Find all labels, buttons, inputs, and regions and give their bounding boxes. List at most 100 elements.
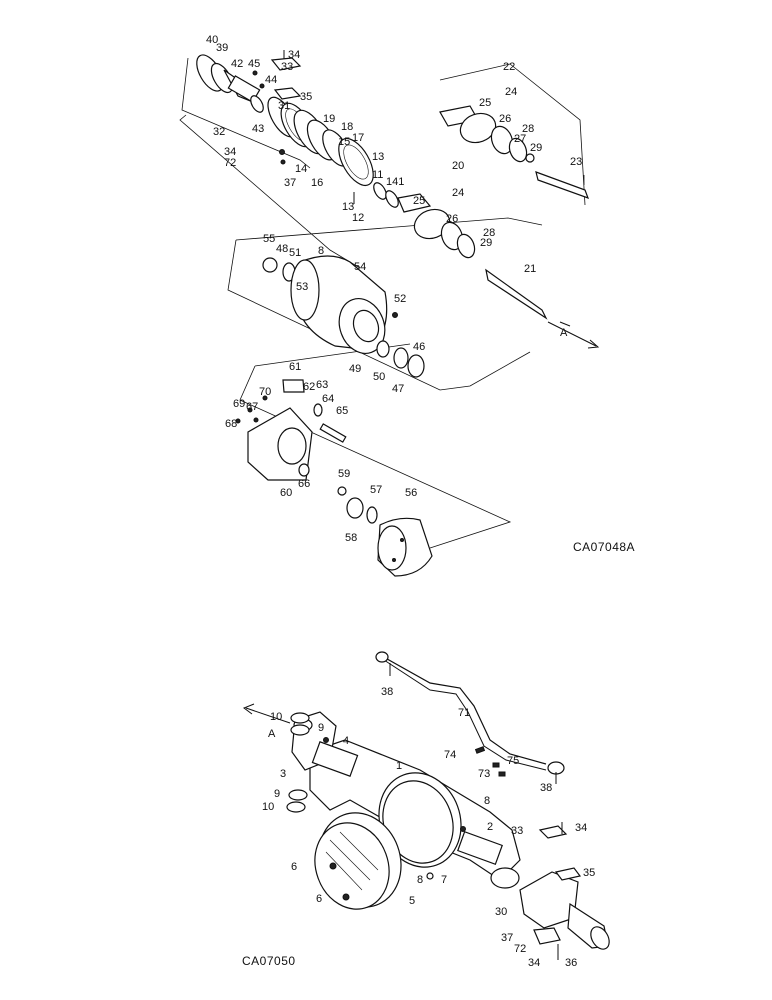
bearing-cup	[508, 137, 528, 163]
callout-15: 15	[338, 136, 350, 148]
callout-29: 29	[530, 142, 542, 154]
universal-joint-yoke	[459, 112, 497, 144]
universal-joint-yoke	[413, 208, 451, 240]
guide-line	[181, 57, 311, 169]
callout-28: 28	[522, 123, 534, 135]
spring-pad	[311, 741, 359, 777]
callout-55: 55	[263, 233, 275, 245]
callout-38b: 38	[540, 782, 552, 794]
callout-66: 66	[298, 478, 310, 490]
drawing-code-upper: CA07048A	[573, 540, 635, 554]
callout-25b: 25	[413, 195, 425, 207]
callout-74: 74	[444, 749, 456, 761]
callout-47: 47	[392, 383, 404, 395]
tie-rod-end-left	[375, 651, 389, 663]
spacer	[376, 340, 390, 358]
ring-gear	[338, 137, 374, 187]
callout-6b: 6	[316, 893, 322, 905]
callout-40: 40	[206, 34, 218, 46]
lower-assembly	[242, 651, 610, 960]
callout-13: 13	[372, 151, 384, 163]
callout-72: 72	[224, 157, 236, 169]
bearing-cap-plate	[554, 867, 582, 881]
pin	[319, 423, 347, 443]
callout-24b: 24	[452, 187, 464, 199]
callout-72: 72	[514, 943, 526, 955]
callout-29b: 29	[480, 237, 492, 249]
guide-line	[235, 217, 543, 241]
callout-69: 69	[233, 398, 245, 410]
bearing-cup	[456, 233, 476, 259]
bearing-cone	[262, 257, 278, 273]
callout-49: 49	[349, 363, 361, 375]
callout-9: 9	[318, 722, 324, 734]
callout-32: 32	[213, 126, 225, 138]
snap-ring	[373, 182, 387, 200]
callout-50: 50	[373, 371, 385, 383]
callout-61: 61	[289, 361, 301, 373]
bearing-cap-plate	[533, 927, 561, 945]
bearing	[393, 347, 409, 369]
callout-53: 53	[296, 281, 308, 293]
callout-63: 63	[316, 379, 328, 391]
callout-68: 68	[225, 418, 237, 430]
callout-64: 64	[322, 393, 334, 405]
callout-65: 65	[336, 405, 348, 417]
arrow-a-label-lower: A	[268, 728, 276, 740]
sun-gear	[346, 497, 364, 519]
callout-7: 7	[441, 874, 447, 886]
bushing	[250, 95, 264, 113]
callout-141: 141	[386, 176, 404, 188]
callout-62: 62	[303, 381, 315, 393]
callout-59: 59	[338, 468, 350, 480]
callout-23: 23	[570, 156, 582, 168]
callout-51: 51	[289, 247, 301, 259]
callout-33: 33	[281, 61, 293, 73]
snap-ring	[366, 506, 378, 524]
callout-58: 58	[345, 532, 357, 544]
callout-34b: 34	[528, 957, 540, 969]
callout-14: 14	[295, 163, 307, 175]
callout-34b: 34	[224, 146, 236, 158]
callout-25: 25	[479, 97, 491, 109]
guide-line	[239, 365, 512, 549]
callout-9b: 9	[274, 788, 280, 800]
callout-67: 67	[246, 401, 258, 413]
callout-42: 42	[231, 58, 243, 70]
callout-36: 36	[565, 957, 577, 969]
callout-57: 57	[370, 484, 382, 496]
bearing-cup-top	[290, 712, 310, 724]
callout-10: 10	[270, 711, 282, 723]
callout-3: 3	[280, 768, 286, 780]
upper-callouts: 40 39 42 45 34 33 44 35 31 43 19 18 32 1…	[206, 34, 582, 544]
arrow-a-label-upper: A	[560, 327, 568, 339]
callout-24: 24	[505, 86, 517, 98]
bearing-cap-plate	[270, 57, 302, 71]
axle-end-bore	[490, 867, 520, 889]
callout-48: 48	[276, 243, 288, 255]
callout-31: 31	[278, 100, 290, 112]
callout-4: 4	[343, 735, 349, 747]
planet-gear-pin	[282, 379, 305, 393]
bearing-cap-plate	[538, 825, 568, 839]
callout-52: 52	[394, 293, 406, 305]
callout-60: 60	[280, 487, 292, 499]
callout-46: 46	[413, 341, 425, 353]
callout-54: 54	[354, 261, 366, 273]
callout-12: 12	[352, 212, 364, 224]
joint-cross	[490, 125, 514, 155]
callout-30: 30	[495, 906, 507, 918]
callout-16: 16	[311, 177, 323, 189]
callout-26: 26	[499, 113, 511, 125]
seal	[407, 354, 425, 378]
upper-assembly	[179, 50, 600, 577]
callout-56: 56	[405, 487, 417, 499]
hub-bore	[352, 309, 380, 343]
washer	[385, 190, 399, 208]
callout-11: 11	[372, 169, 383, 181]
hub-flange	[290, 259, 320, 321]
callout-8: 8	[318, 245, 324, 257]
callout-10b: 10	[262, 801, 274, 813]
callout-73: 73	[478, 768, 490, 780]
